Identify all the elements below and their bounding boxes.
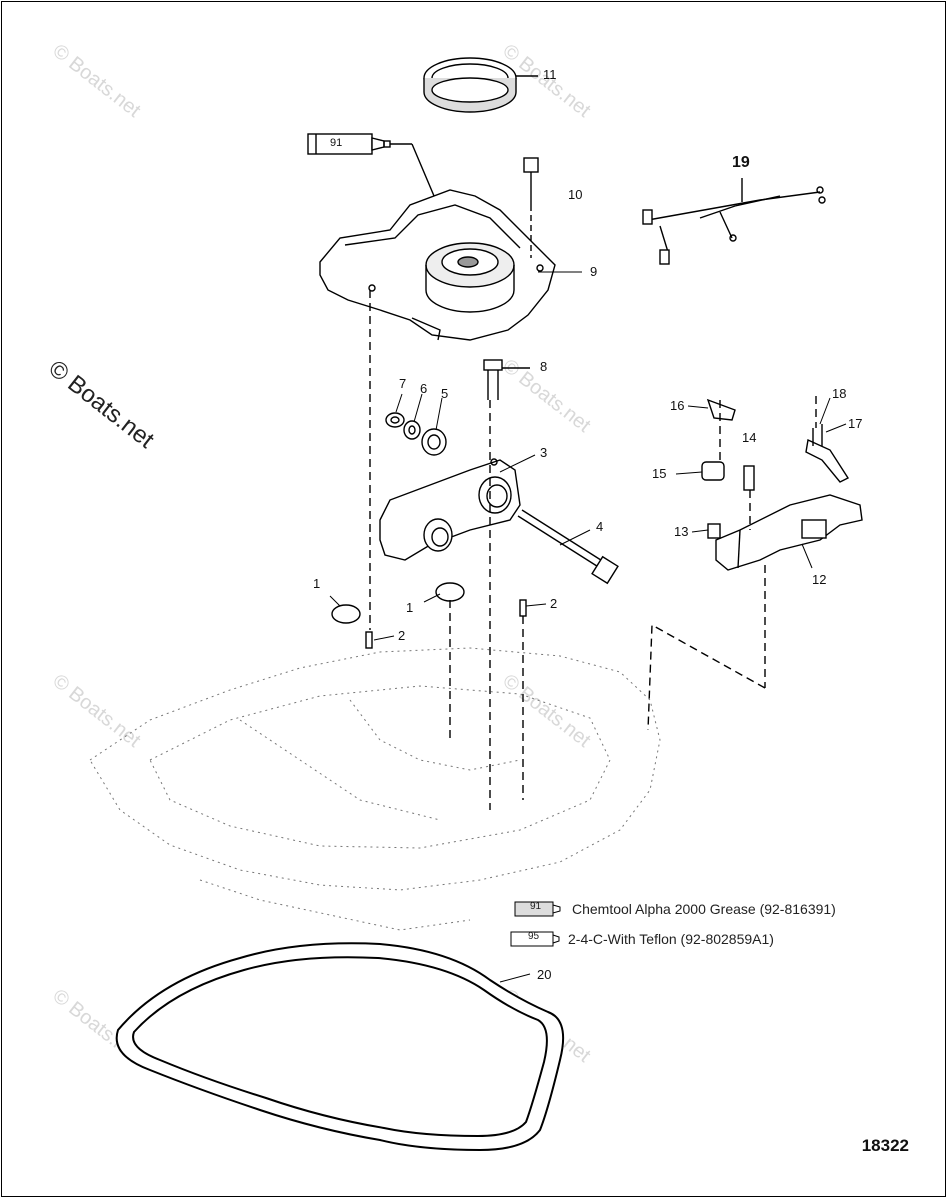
part-oring-1 (331, 582, 465, 624)
part-bracket-12 (715, 438, 863, 571)
part-bolt-4 (517, 509, 619, 585)
callout-19: 19 (732, 154, 750, 171)
grease-tube-code: 91 (330, 137, 343, 149)
part-clip-15 (701, 461, 725, 481)
grease-tube-icon (307, 133, 391, 155)
callout-1: 1 (313, 576, 321, 591)
callout-4: 4 (596, 519, 604, 534)
callout-8: 8 (540, 359, 548, 374)
callout-18: 18 (832, 386, 847, 401)
figure-number: 18322 (861, 1136, 909, 1155)
lubricant-tube-icon (510, 931, 560, 947)
callout-11: 11 (543, 67, 557, 82)
part-plate-16 (706, 398, 736, 421)
callout-15: 15 (652, 466, 667, 481)
part-gasket-20 (115, 942, 564, 1152)
legend-item-grease: 91 Chemtool Alpha 2000 Grease (92-816391… (514, 900, 836, 918)
legend-tube-code: 95 (528, 931, 540, 942)
callout-12: 12 (812, 572, 827, 587)
callout-16: 16 (670, 398, 685, 413)
part-seal-11 (423, 57, 517, 113)
part-washer-6 (403, 420, 421, 440)
callout-17: 17 (848, 416, 863, 431)
part-screw-14 (743, 465, 755, 491)
part-bolt-8 (483, 359, 503, 400)
part-screw-17-18 (812, 424, 823, 446)
callout-9: 9 (590, 264, 598, 279)
part-bolt-10 (523, 157, 539, 205)
part-pin-2 (365, 599, 527, 649)
callout-3: 3 (540, 445, 548, 460)
grease-tube-icon (514, 901, 561, 917)
legend-text: 2-4-C-With Teflon (92-802859A1) (568, 931, 774, 947)
callout-7: 7 (399, 376, 407, 391)
part-cover-9 (319, 189, 556, 341)
callout-14: 14 (742, 430, 757, 445)
callout-2: 2 (398, 628, 406, 643)
callout-2: 2 (550, 596, 558, 611)
callout-10: 10 (568, 187, 583, 202)
part-bracket-3 (379, 458, 521, 561)
callout-13: 13 (674, 524, 689, 539)
callout-5: 5 (441, 386, 449, 401)
part-harness-19 (642, 186, 826, 265)
callout-1: 1 (406, 600, 414, 615)
callout-6: 6 (420, 381, 428, 396)
legend-item-lubricant: 95 2-4-C-With Teflon (92-802859A1) (510, 930, 774, 948)
part-bolt-13 (707, 523, 721, 539)
callout-20: 20 (537, 967, 552, 982)
part-nut-7 (385, 412, 405, 428)
legend-tube-code: 91 (530, 901, 542, 912)
part-washer-5 (421, 428, 447, 456)
legend-text: Chemtool Alpha 2000 Grease (92-816391) (572, 901, 836, 917)
